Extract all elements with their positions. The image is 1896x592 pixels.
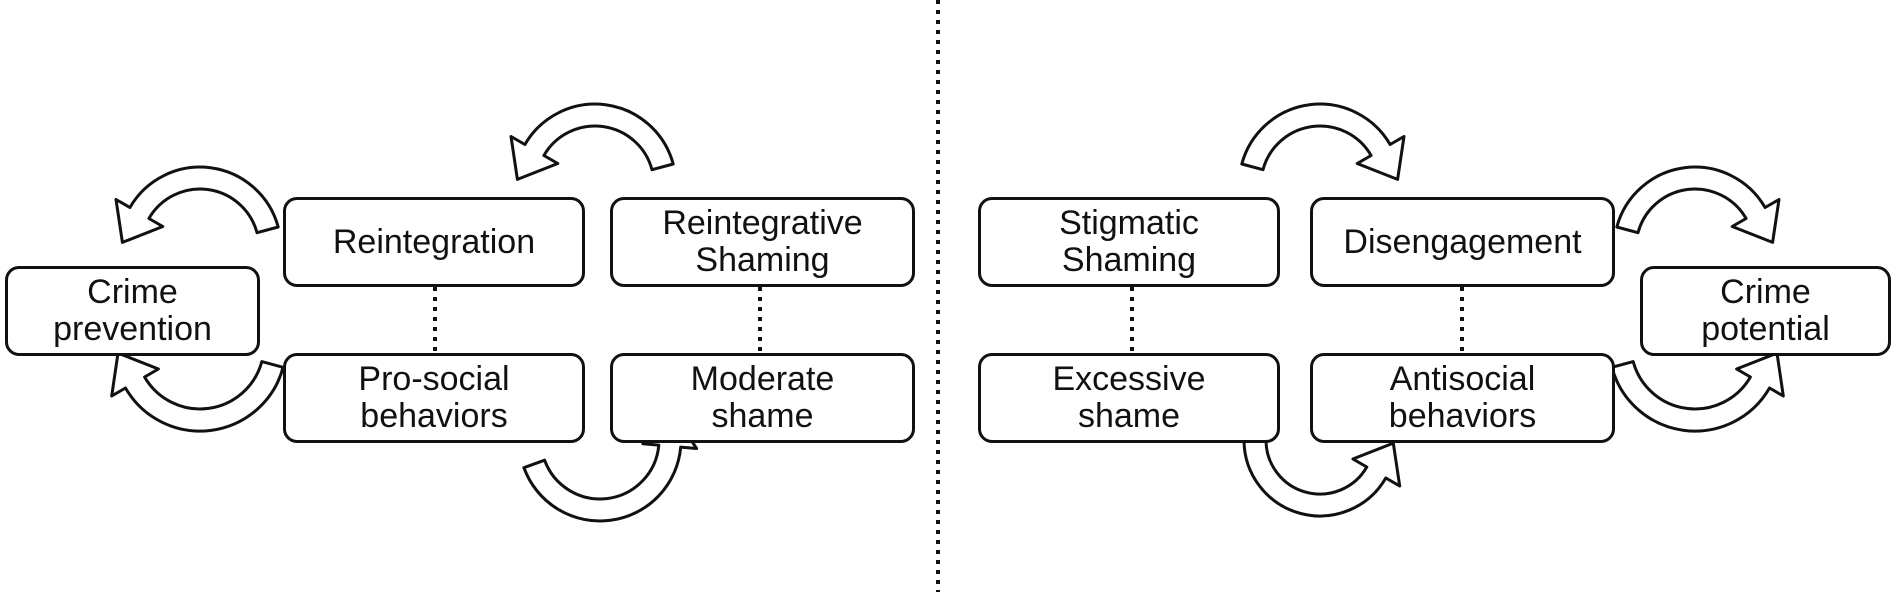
- disengagement-label: Disengagement: [1343, 222, 1582, 261]
- pro-social-behaviors-box: Pro-social behaviors: [283, 353, 585, 443]
- crime-prevention-line-2: prevention: [53, 310, 212, 348]
- reintegrative-shaming-box: Reintegrative Shaming: [610, 197, 915, 287]
- disengagement-to-crime-potential-curved-arrow-icon: [1615, 165, 1781, 244]
- crime-prevention-box: Crime prevention: [5, 266, 260, 356]
- stigmatic-to-disengagement-curved-arrow-icon: [1240, 102, 1406, 181]
- excessive-shame-line-1: Excessive: [1052, 360, 1206, 399]
- crime-potential-line-1: Crime: [1720, 273, 1811, 312]
- moderate-shame-line-1: Moderate: [690, 360, 835, 399]
- crime-potential-box: Crime potential: [1640, 266, 1891, 356]
- pro-social-behaviors-line-2: behaviors: [360, 397, 508, 435]
- reintegrative-to-reintegration-curved-arrow-icon: [509, 102, 675, 181]
- reintegration-box: Reintegration: [283, 197, 585, 287]
- stigmatic-shaming-line-2: Shaming: [1061, 241, 1197, 279]
- reintegrative-shaming-line-1: Reintegrative: [662, 204, 863, 243]
- moderate-shame-box: Moderate shame: [610, 353, 915, 443]
- prosocial-to-crime-prevention-curved-arrow-icon: [110, 351, 285, 433]
- antisocial-behaviors-line-2: behaviors: [1388, 397, 1537, 435]
- pro-social-behaviors-line-1: Pro-social: [358, 360, 510, 399]
- crime-prevention-line-1: Crime: [87, 273, 178, 312]
- moderate-shame-line-2: shame: [711, 397, 814, 435]
- crime-potential-line-2: potential: [1701, 310, 1830, 348]
- reintegration-label: Reintegration: [332, 222, 536, 261]
- excessive-shame-line-2: shame: [1077, 397, 1181, 435]
- antisocial-behaviors-box: Antisocial behaviors: [1310, 353, 1615, 443]
- excessive-to-antisocial-curved-arrow-icon: [1242, 438, 1402, 518]
- excessive-shame-box: Excessive shame: [978, 353, 1280, 443]
- disengagement-box: Disengagement: [1310, 197, 1615, 287]
- antisocial-behaviors-line-1: Antisocial: [1389, 360, 1536, 399]
- reintegration-to-crime-prevention-curved-arrow-icon: [114, 165, 280, 244]
- stigmatic-shaming-box: Stigmatic Shaming: [978, 197, 1280, 287]
- antisocial-to-crime-potential-curved-arrow-icon: [1610, 351, 1785, 433]
- stigmatic-shaming-line-1: Stigmatic: [1059, 204, 1199, 243]
- reintegrative-shaming-line-2: Shaming: [695, 241, 830, 279]
